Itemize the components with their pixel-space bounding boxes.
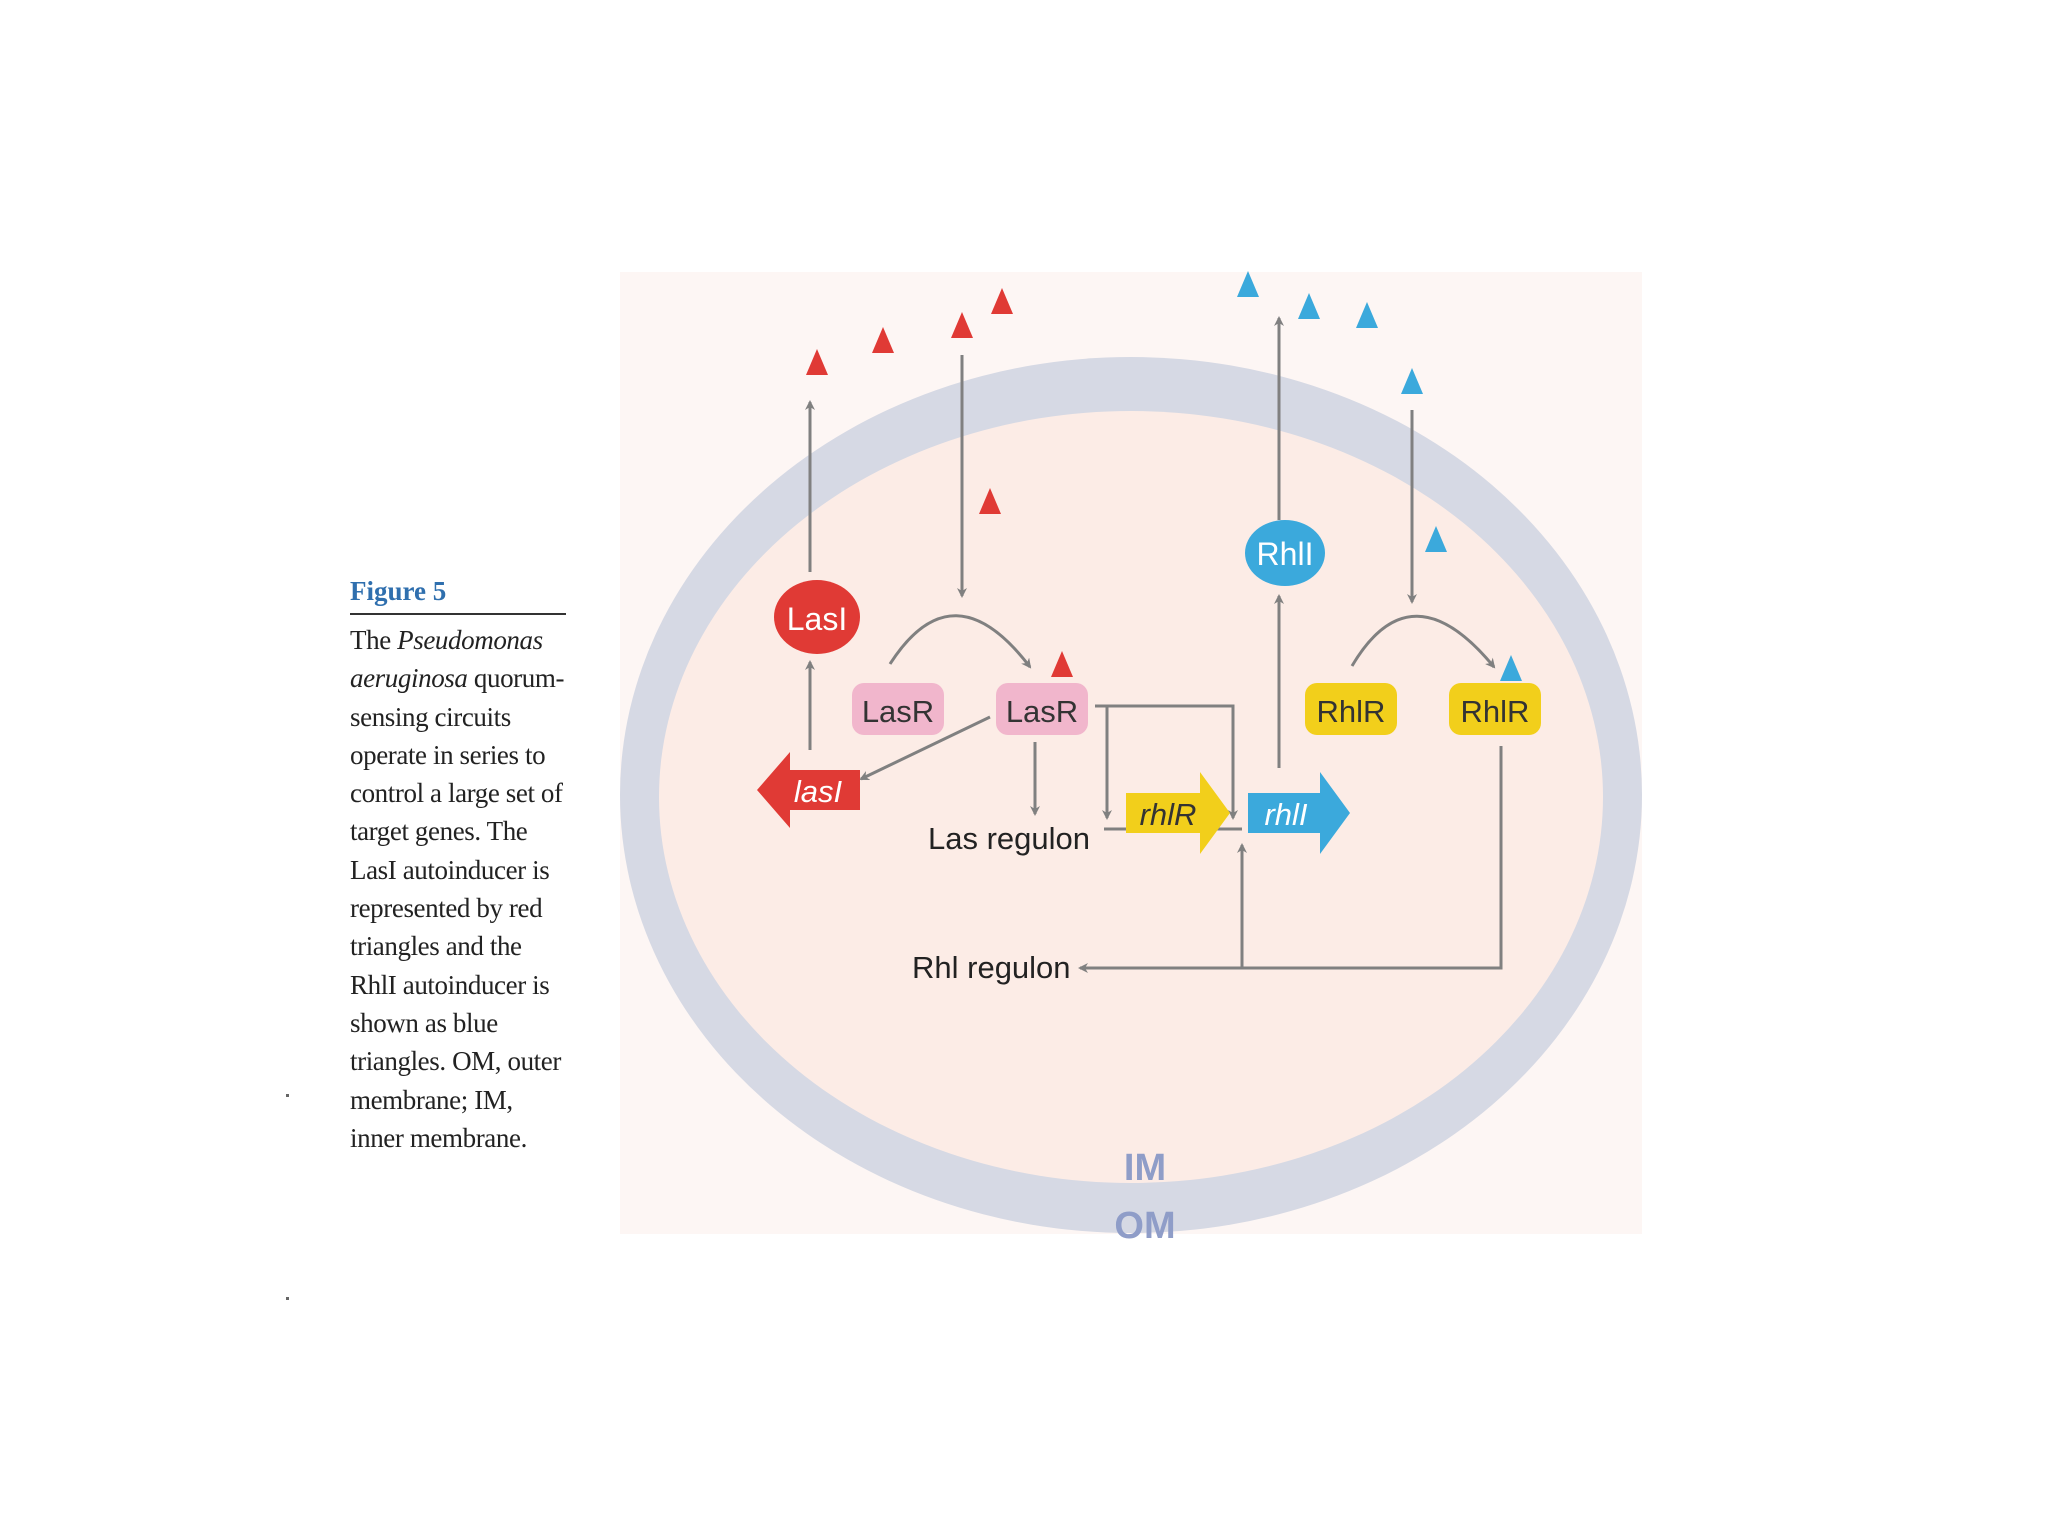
stray-dot xyxy=(286,1094,289,1097)
lasR-free-label: LasR xyxy=(862,694,934,729)
pathway-arrows xyxy=(805,316,1503,973)
rhlI-autoinducers xyxy=(1237,271,1522,681)
rhlI-gene-label: rhlI xyxy=(1264,797,1307,832)
lasI-protein-label: LasI xyxy=(787,601,847,637)
arrow-lasR-to-rhlI xyxy=(1107,704,1238,820)
red-triangle xyxy=(991,288,1013,314)
rhlR-free-label: RhlR xyxy=(1317,694,1386,729)
rhl-regulon-label: Rhl regulon xyxy=(912,950,1071,985)
arrow-rhlR-to-regulon xyxy=(1078,746,1503,973)
rhlR-gene-label: rhlR xyxy=(1140,797,1197,832)
caption-species: Pseudomonas aeruginosa xyxy=(350,625,543,694)
lasI-autoinducers xyxy=(806,288,1073,677)
arrow-rhlR-binding xyxy=(1350,614,1496,669)
las-regulon-label: Las regulon xyxy=(928,821,1090,856)
figure-title: Figure 5 xyxy=(350,576,566,615)
lasR-bound-label: LasR xyxy=(1006,694,1078,729)
blue-triangle xyxy=(1298,293,1320,319)
lasI-protein xyxy=(774,580,860,654)
lasR-free xyxy=(852,683,944,735)
blue-triangle xyxy=(1425,526,1447,552)
caption-text-rest: quorum-sensing circuits operate in serie… xyxy=(350,663,565,1153)
red-triangle xyxy=(1051,651,1073,677)
rhlR-bound-label: RhlR xyxy=(1461,694,1530,729)
lasI-gene xyxy=(757,752,860,828)
arrow-lasR-to-lasI xyxy=(859,715,991,781)
red-triangle xyxy=(872,327,894,353)
caption-text-start: The xyxy=(350,625,398,655)
stray-dot xyxy=(286,1297,289,1300)
blue-triangle xyxy=(1237,271,1259,297)
figure-caption: Figure 5 The Pseudomonas aeruginosa quor… xyxy=(350,576,566,1157)
rhlR-gene xyxy=(1126,772,1230,854)
rhlI-protein xyxy=(1245,520,1325,586)
lasI-gene-label: lasI xyxy=(794,774,843,809)
outer-membrane-label: OM xyxy=(1114,1205,1175,1247)
figure-caption-text: The Pseudomonas aeruginosa quorum-sensin… xyxy=(350,621,566,1157)
red-triangle xyxy=(806,349,828,375)
rhlI-gene xyxy=(1248,772,1350,854)
arrow-lasR-binding xyxy=(888,614,1032,669)
blue-triangle xyxy=(1500,655,1522,681)
lasR-bound xyxy=(996,683,1088,735)
inner-membrane-label: IM xyxy=(1124,1147,1166,1189)
red-triangle xyxy=(979,488,1001,514)
blue-triangle xyxy=(1356,302,1378,328)
rhlR-bound xyxy=(1449,683,1541,735)
red-triangle xyxy=(951,312,973,338)
rhlI-protein-label: RhlI xyxy=(1257,536,1314,572)
blue-triangle xyxy=(1401,368,1423,394)
rhlR-free xyxy=(1305,683,1397,735)
